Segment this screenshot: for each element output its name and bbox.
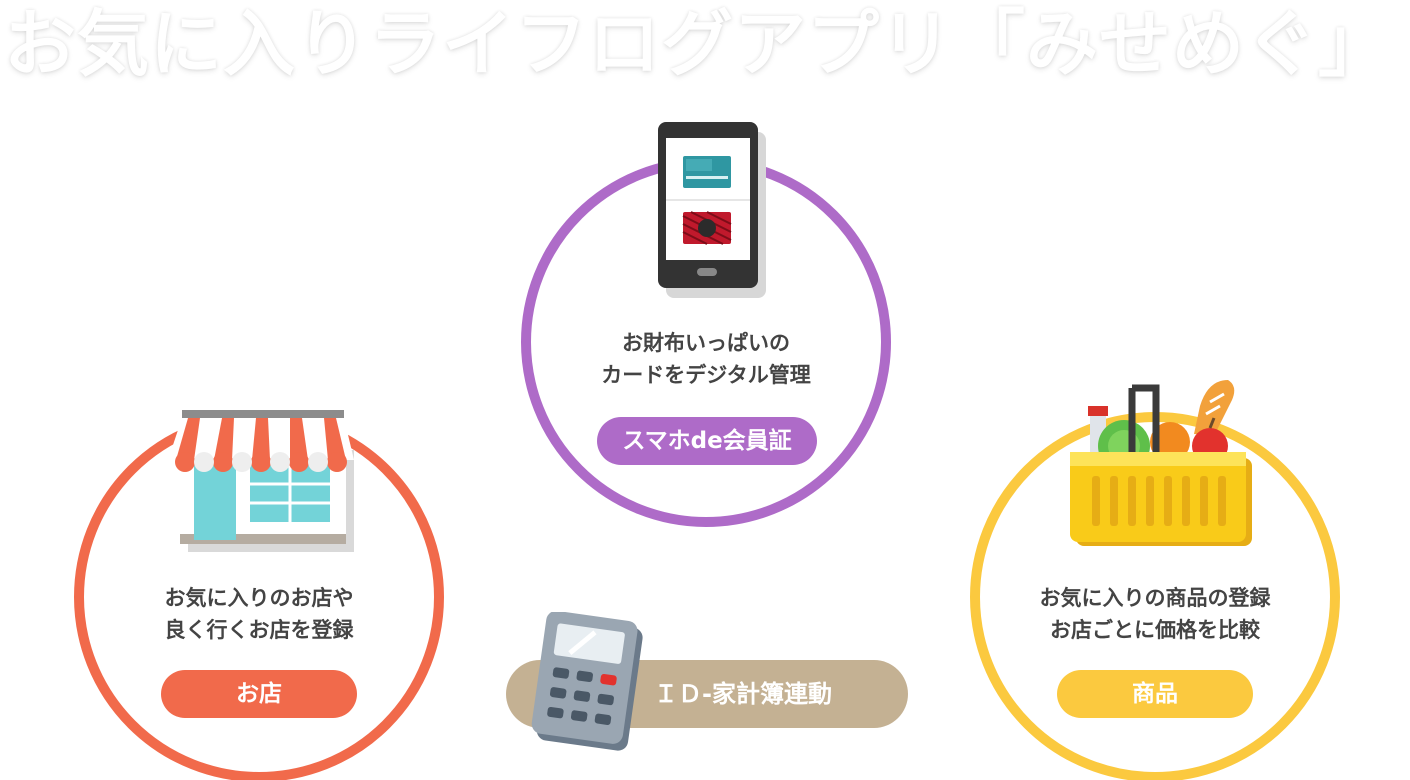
feature-card-description: お財布いっぱいの カードをデジタル管理	[556, 327, 856, 391]
feature-shop-line2: 良く行くお店を登録	[164, 618, 354, 642]
shop-button[interactable]: お店	[161, 670, 357, 718]
shopping-basket-icon	[1070, 380, 1252, 546]
feature-shop-description: お気に入りのお店や 良く行くお店を登録	[109, 582, 409, 646]
feature-shop-line1: お気に入りのお店や	[164, 586, 354, 610]
smartphone-cards-icon	[658, 122, 766, 298]
feature-product-description: お気に入りの商品の登録 お店ごとに価格を比較	[1005, 582, 1305, 646]
feature-product-line2: お店ごとに価格を比較	[1050, 618, 1260, 642]
feature-card-line1: お財布いっぱいの	[622, 331, 790, 355]
membership-card-button[interactable]: スマホde会員証	[597, 417, 817, 465]
product-button[interactable]: 商品	[1057, 670, 1253, 718]
feature-product-line1: お気に入りの商品の登録	[1039, 586, 1271, 610]
calculator-icon	[531, 612, 643, 751]
id-household-link-label: ＩＤ-家計簿連動	[654, 680, 832, 708]
storefront-icon	[168, 410, 354, 552]
page-title: お気に入りライフログアプリ「みせめぐ」	[4, 2, 1392, 86]
feature-card-line2: カードをデジタル管理	[601, 363, 811, 387]
